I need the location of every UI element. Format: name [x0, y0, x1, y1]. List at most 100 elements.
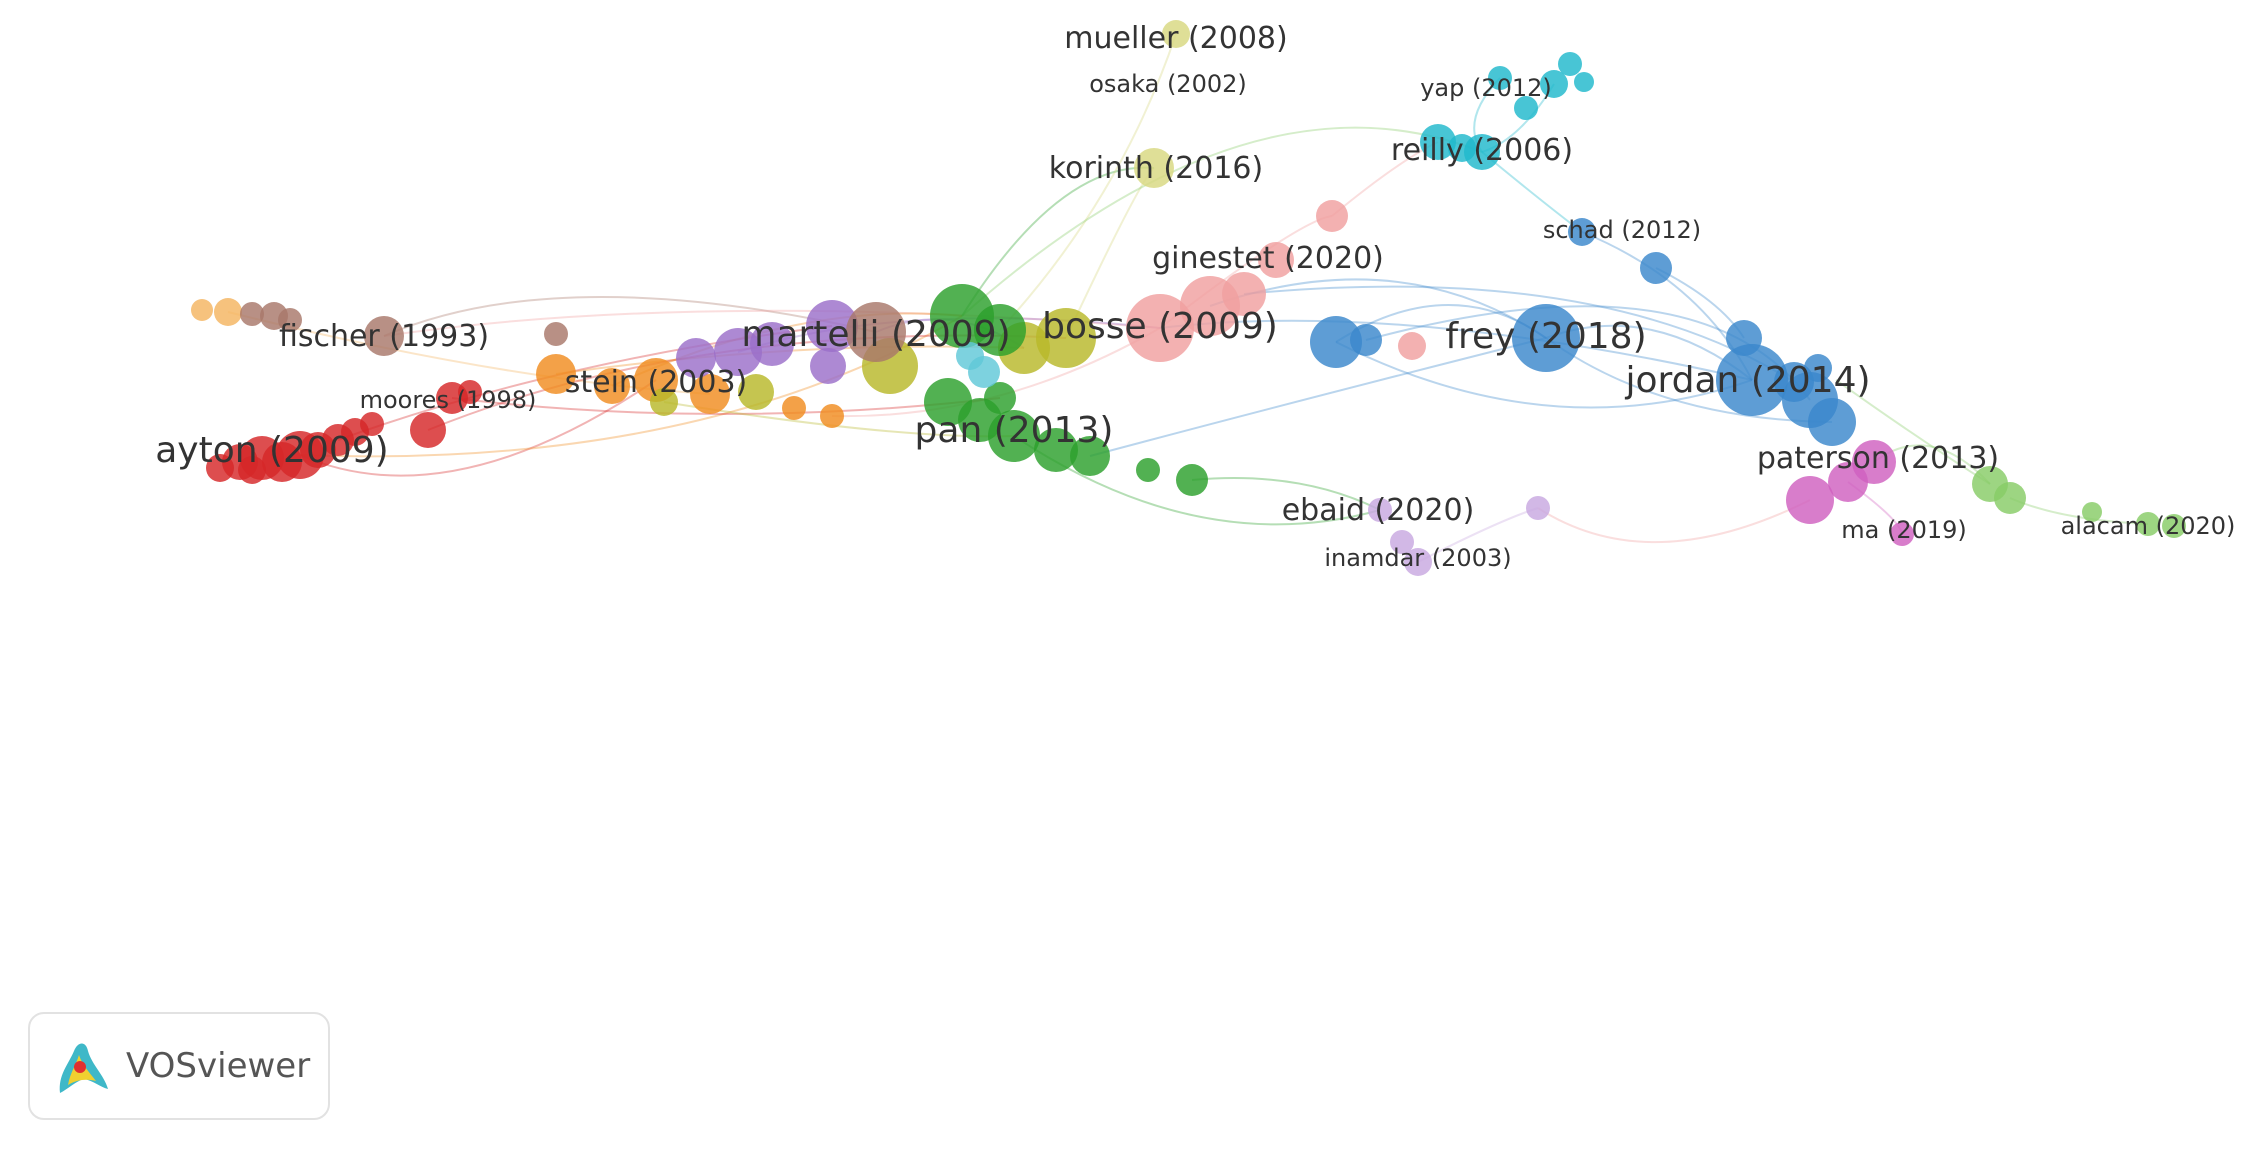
node-label-yap[interactable]: yap (2012) [1420, 74, 1552, 102]
node-green-44[interactable] [1136, 458, 1160, 482]
node-purple-34[interactable] [806, 300, 858, 352]
node-red-11[interactable] [458, 380, 482, 404]
node-lightgreen-87[interactable] [2136, 512, 2160, 536]
node-label-moores[interactable]: moores (1998) [360, 386, 537, 414]
node-red-8[interactable] [360, 412, 384, 436]
link-21 [1545, 337, 1833, 423]
node-blue-62[interactable] [1808, 398, 1856, 446]
node-pink-52[interactable] [1258, 242, 1294, 278]
node-cyan-69[interactable] [1488, 66, 1512, 90]
node-olive-26[interactable] [650, 388, 678, 416]
node-lightgreen-88[interactable] [2162, 514, 2186, 538]
node-label-korinth[interactable]: korinth (2016) [1049, 151, 1263, 186]
node-pink-53[interactable] [1316, 200, 1348, 232]
node-brown-17[interactable] [278, 308, 302, 332]
node-label-ebaid[interactable]: ebaid (2020) [1282, 493, 1475, 528]
node-blue-63[interactable] [1640, 252, 1672, 284]
node-cyan-68[interactable] [1464, 134, 1500, 170]
node-olive-30[interactable] [1036, 308, 1096, 368]
node-label-inamdar[interactable]: inamdar (2003) [1324, 544, 1511, 572]
link-41 [1835, 379, 1991, 485]
link-12 [961, 126, 1483, 317]
node-blue-57[interactable] [1512, 304, 1580, 372]
node-lightpurple-78[interactable] [1404, 548, 1432, 576]
node-magenta-83[interactable] [1890, 522, 1914, 546]
link-40 [1089, 337, 1547, 457]
node-blue-56[interactable] [1350, 324, 1382, 356]
node-green-45[interactable] [1176, 464, 1208, 496]
node-blue-65[interactable] [1804, 354, 1832, 382]
node-label-fischer[interactable]: fischer (1993) [279, 319, 489, 354]
node-lightpurple-77[interactable] [1390, 530, 1414, 554]
node-cyan-66[interactable] [1420, 124, 1456, 160]
node-label-schad[interactable]: schad (2012) [1543, 216, 1701, 244]
node-label-martelli[interactable]: martelli (2009) [741, 314, 1010, 355]
node-cyan-71[interactable] [1540, 70, 1568, 98]
vosviewer-wordmark: VOSviewer [126, 1046, 311, 1086]
link-3 [383, 295, 877, 337]
node-magenta-80[interactable] [1786, 476, 1834, 524]
node-pink-51[interactable] [1222, 272, 1266, 316]
node-peach-14[interactable] [214, 298, 242, 326]
node-label-ayton[interactable]: ayton (2009) [155, 430, 388, 471]
node-lightpurple-76[interactable] [1368, 498, 1392, 522]
link-6 [451, 397, 1001, 415]
node-label-ma[interactable]: ma (2019) [1841, 516, 1967, 544]
node-purple-35[interactable] [810, 348, 846, 384]
link-4 [383, 309, 1161, 337]
node-label-pan[interactable]: pan (2013) [915, 410, 1114, 451]
node-purple-33[interactable] [750, 322, 794, 366]
vosviewer-logo-icon [59, 1043, 108, 1093]
node-label-osaka[interactable]: osaka (2002) [1089, 70, 1247, 98]
node-purple-31[interactable] [676, 338, 716, 378]
node-teal-48[interactable] [956, 342, 984, 370]
node-brown-18[interactable] [364, 316, 404, 356]
node-brown-15[interactable] [240, 302, 264, 326]
node-peach-13[interactable] [191, 299, 213, 321]
node-lightgreen-86[interactable] [2082, 502, 2102, 522]
node-magenta-82[interactable] [1852, 440, 1896, 484]
node-brown-19[interactable] [544, 322, 568, 346]
node-orange-23[interactable] [690, 374, 730, 414]
node-label-jordan[interactable]: jordan (2014) [1624, 360, 1870, 401]
node-orange-25[interactable] [820, 404, 844, 428]
node-purple-32[interactable] [714, 328, 762, 376]
node-green-46[interactable] [984, 382, 1016, 414]
node-green-38[interactable] [974, 304, 1026, 356]
node-label-mueller[interactable]: mueller (2008) [1064, 21, 1287, 56]
node-brown-36[interactable] [846, 302, 906, 362]
node-lightpurple-79[interactable] [1526, 496, 1550, 520]
node-cyan-73[interactable] [1574, 72, 1594, 92]
node-orange-21[interactable] [594, 368, 630, 404]
node-label-stein[interactable]: stein (2003) [565, 365, 748, 400]
node-blue-55[interactable] [1310, 316, 1362, 368]
node-label-reilly[interactable]: reilly (2006) [1391, 133, 1573, 168]
node-green-41[interactable] [988, 410, 1040, 462]
node-red-12[interactable] [238, 456, 266, 484]
node-cyan-70[interactable] [1514, 96, 1538, 120]
node-label-ginestet[interactable]: ginestet (2020) [1152, 241, 1384, 276]
node-green-42[interactable] [1034, 428, 1078, 472]
node-cyan-72[interactable] [1558, 52, 1582, 76]
node-khaki-75[interactable] [1162, 20, 1190, 48]
node-blue-64[interactable] [1568, 218, 1596, 246]
link-18 [1335, 341, 1753, 409]
node-label-paterson[interactable]: paterson (2013) [1757, 441, 1999, 476]
node-red-9[interactable] [410, 412, 446, 448]
node-lightgreen-85[interactable] [1994, 482, 2026, 514]
node-orange-20[interactable] [536, 354, 576, 394]
node-green-43[interactable] [1070, 436, 1110, 476]
node-blue-59[interactable] [1716, 344, 1788, 416]
nodes-layer [191, 20, 2186, 576]
link-0 [299, 379, 657, 477]
link-10 [999, 33, 1177, 331]
node-orange-24[interactable] [782, 396, 806, 420]
node-label-alacam[interactable]: alacam (2020) [2061, 512, 2236, 540]
node-pink-54[interactable] [1398, 332, 1426, 360]
node-khaki-74[interactable] [1134, 148, 1174, 188]
node-label-frey[interactable]: frey (2018) [1445, 316, 1646, 357]
node-pink-49[interactable] [1126, 294, 1194, 362]
node-label-bosse[interactable]: bosse (2009) [1042, 306, 1278, 347]
node-olive-27[interactable] [738, 374, 774, 410]
